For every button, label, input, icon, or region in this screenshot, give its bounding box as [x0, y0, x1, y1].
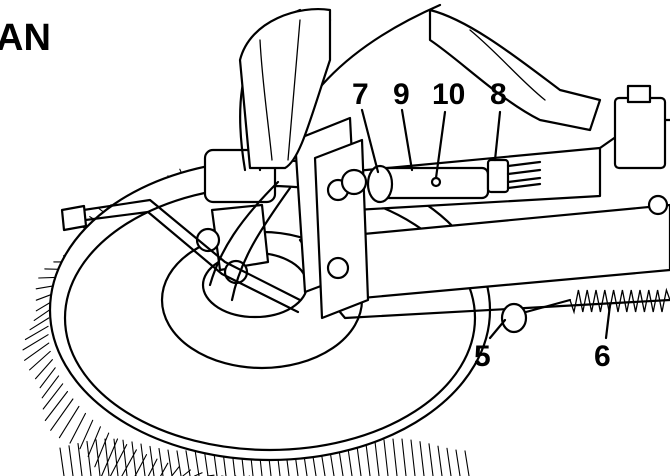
- callout-9: 9: [393, 78, 410, 111]
- mounting-bracket: [293, 116, 370, 320]
- heading-text: AN: [0, 17, 51, 59]
- link-rod: [366, 158, 542, 204]
- hose-sleeve: [238, 8, 602, 170]
- leader-lines: [360, 108, 612, 340]
- callout-10: 10: [432, 78, 465, 111]
- callout-6: 6: [594, 340, 611, 373]
- callout-8: 8: [490, 78, 507, 111]
- callout-5: 5: [474, 340, 491, 373]
- callout-7: 7: [352, 78, 369, 111]
- upper-right-housing: [613, 84, 669, 216]
- tension-spring: [500, 287, 670, 334]
